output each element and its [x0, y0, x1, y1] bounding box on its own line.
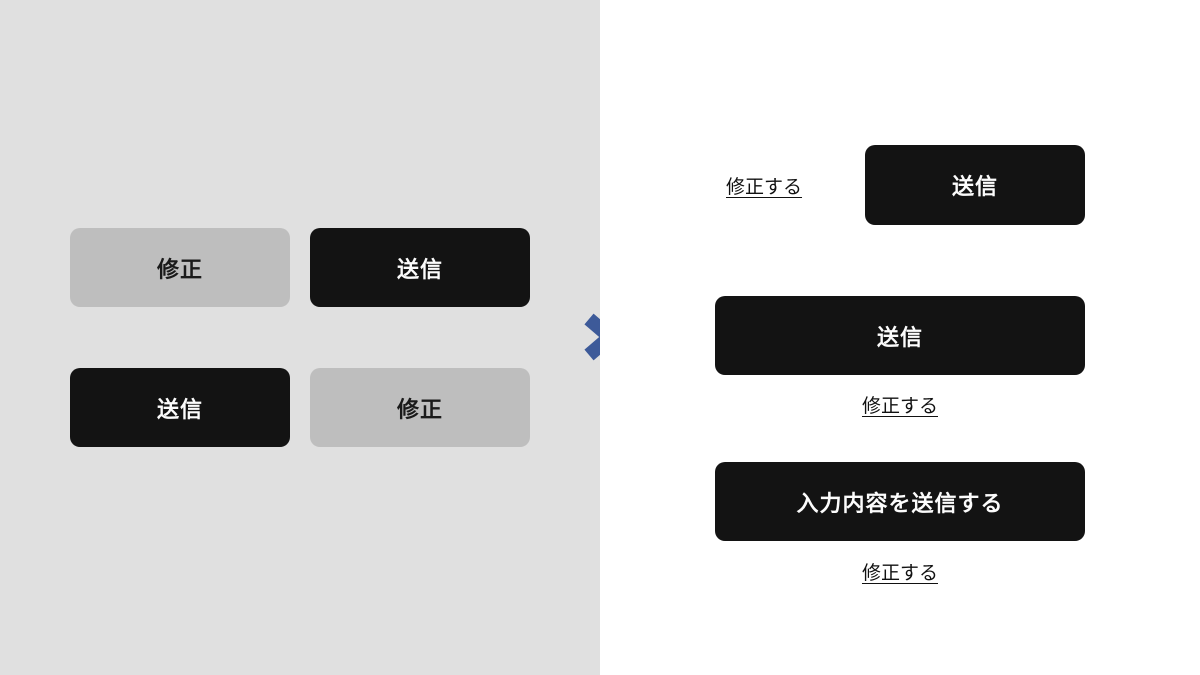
- after-link-row-3: 修正する: [715, 558, 1085, 585]
- after-panel: 修正する 送信 送信 修正する 入力内容を送信する 修正する: [600, 0, 1200, 675]
- after-link-row-2: 修正する: [715, 391, 1085, 418]
- after-submit-button-2[interactable]: 送信: [715, 296, 1085, 375]
- after-fix-link-3[interactable]: 修正する: [861, 563, 938, 584]
- before-fix-button-top[interactable]: 修正: [70, 228, 290, 307]
- after-submit-button-3[interactable]: 入力内容を送信する: [715, 462, 1085, 541]
- before-panel: 修正 送信 送信 修正: [0, 0, 600, 675]
- before-button-grid: 修正 送信 送信 修正: [70, 228, 530, 447]
- before-fix-button-bottom[interactable]: 修正: [310, 368, 530, 447]
- before-submit-button-top[interactable]: 送信: [310, 228, 530, 307]
- after-fix-link-2[interactable]: 修正する: [861, 396, 938, 417]
- after-submit-button-1[interactable]: 送信: [865, 145, 1085, 225]
- after-example-1: 修正する 送信: [715, 145, 1085, 225]
- after-fix-link-1[interactable]: 修正する: [726, 176, 803, 198]
- before-submit-button-bottom[interactable]: 送信: [70, 368, 290, 447]
